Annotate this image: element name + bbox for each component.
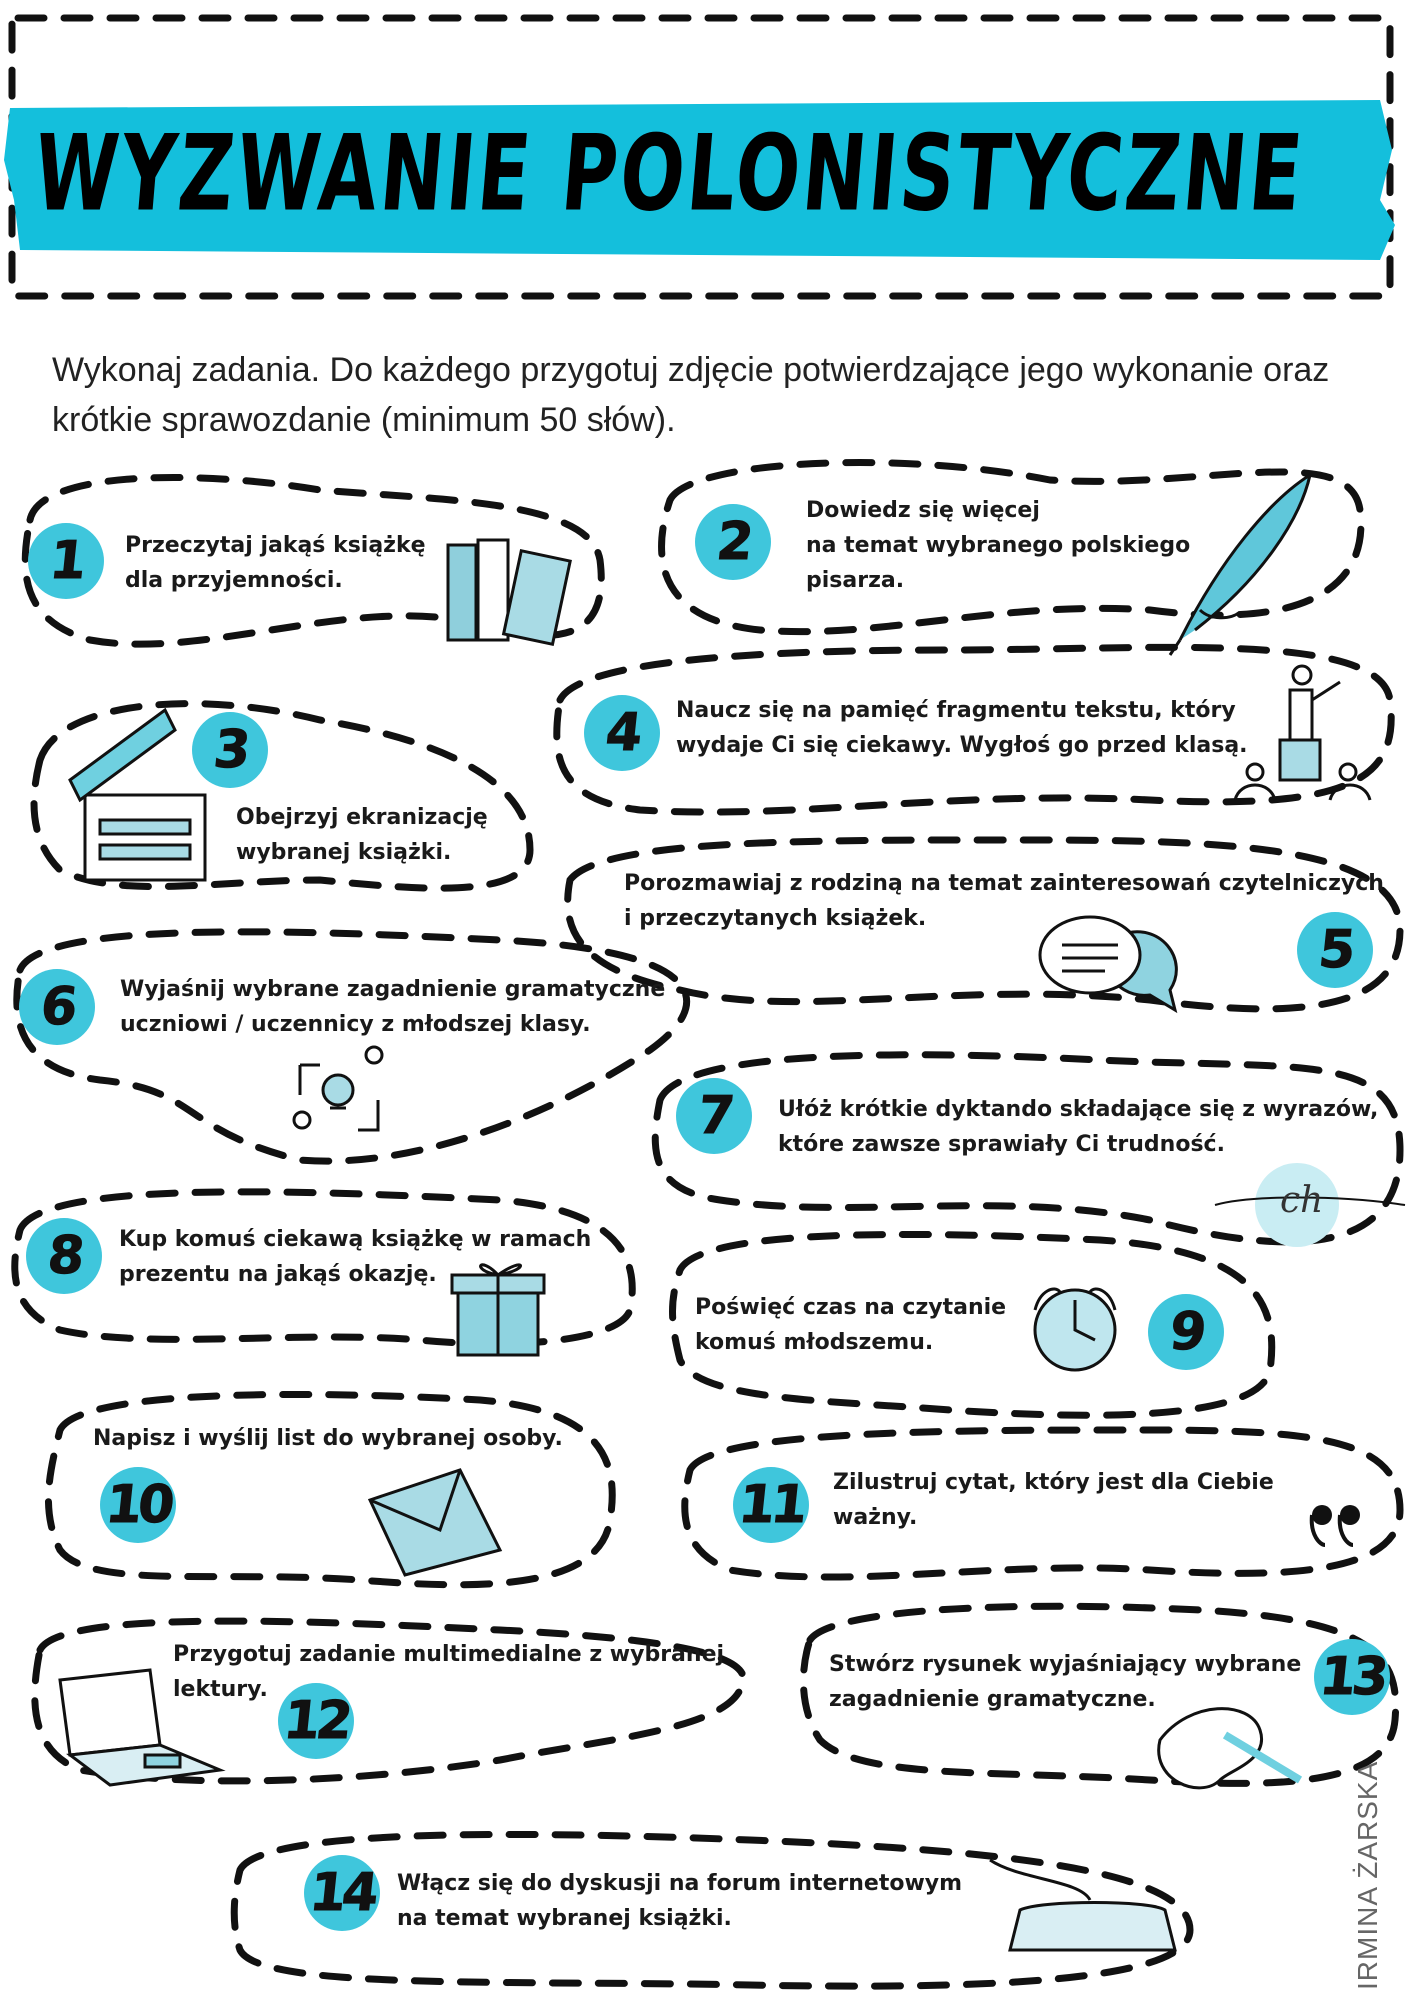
author-signature: IRMINA ŻARSKA: [1352, 1760, 1383, 1990]
task-10-text: Napisz i wyślij list do wybranej osoby.: [93, 1426, 563, 1451]
blob-13: [800, 1602, 1400, 1787]
task-7-text: Ułóż krótkie dyktando składające się z w…: [778, 1097, 1379, 1157]
books-icon: [446, 538, 572, 647]
task-5-text: Porozmawiaj z rodziną na temat zainteres…: [624, 871, 1384, 931]
blob-6: [13, 928, 691, 1165]
task-number-10: 10: [100, 1467, 176, 1543]
task-number-9: 9: [1148, 1294, 1224, 1370]
blob-3: [30, 700, 534, 892]
task-13-text: Stwórz rysunek wyjaśniający wybrane zaga…: [829, 1652, 1302, 1712]
ch-label: ch: [1280, 1180, 1324, 1221]
task-2-text: Dowiedz się więcej na temat wybranego po…: [806, 498, 1191, 593]
task-number-5: 5: [1297, 912, 1373, 988]
task-4-text: Naucz się na pamięć fragmentu tekstu, kt…: [676, 698, 1248, 758]
speaker-podium-icon: [1233, 664, 1372, 801]
ch-letters-icon: [1214, 1163, 1406, 1247]
task-8-text: Kup komuś ciekawą książkę w ramach preze…: [119, 1227, 592, 1287]
clapperboard-icon: [68, 707, 207, 882]
task-6-text: Wyjaśnij wybrane zagadnienie gramatyczne…: [120, 977, 666, 1037]
keyboard-icon: [989, 1858, 1177, 1952]
quill-icon: [1168, 471, 1313, 656]
chat-bubbles-icon: [1038, 915, 1178, 1014]
task-1-text: Przeczytaj jakąś książkę dla przyjemnośc…: [125, 533, 426, 593]
blob-10: [44, 1390, 616, 1589]
task-3-text: Obejrzyj ekranizację wybranej książki.: [236, 805, 488, 865]
gift-icon: [450, 1263, 546, 1357]
blob-11: [681, 1426, 1404, 1581]
blob-8: [11, 1188, 636, 1348]
idea-exchange-icon: [292, 1045, 384, 1132]
alarm-clock-icon: [1033, 1287, 1117, 1372]
blob-9: [669, 1230, 1276, 1419]
task-number-1: 1: [28, 523, 104, 599]
task-number-12: 12: [278, 1683, 354, 1759]
task-number-8: 8: [26, 1218, 102, 1294]
task-number-11: 11: [733, 1467, 809, 1543]
blob-1: [21, 474, 605, 648]
blob-2: [658, 459, 1365, 636]
task-number-14: 14: [304, 1855, 380, 1931]
palette-icon: [1157, 1707, 1303, 1790]
blob-5: [564, 836, 1404, 1013]
quote-icon: [1309, 1505, 1360, 1547]
intro-text: Wykonaj zadania. Do każdego przygotuj zd…: [52, 351, 1330, 439]
laptop-icon: [58, 1668, 226, 1787]
blob-14: [230, 1830, 1194, 1990]
task-11-text: Zilustruj cytat, który jest dla Ciebie w…: [833, 1470, 1274, 1530]
task-number-7: 7: [676, 1078, 752, 1154]
task-number-3: 3: [192, 712, 268, 788]
task-number-2: 2: [695, 504, 771, 580]
task-number-6: 6: [19, 969, 95, 1045]
task-14-text: Włącz się do dyskusji na forum interneto…: [397, 1871, 963, 1931]
blob-4: [553, 643, 1395, 816]
task-12-text: Przygotuj zadanie multimedialne z wybran…: [173, 1642, 725, 1702]
page-title: WYZWANIE POLONISTYCZNE: [29, 112, 1310, 235]
task-9-text: Poświęć czas na czytanie komuś młodszemu…: [695, 1295, 1007, 1355]
task-number-13: 13: [1314, 1639, 1390, 1715]
envelope-icon: [367, 1468, 503, 1577]
title-brush-stroke: [4, 100, 1395, 260]
blob-7: [651, 1051, 1404, 1246]
task-number-4: 4: [584, 695, 660, 771]
